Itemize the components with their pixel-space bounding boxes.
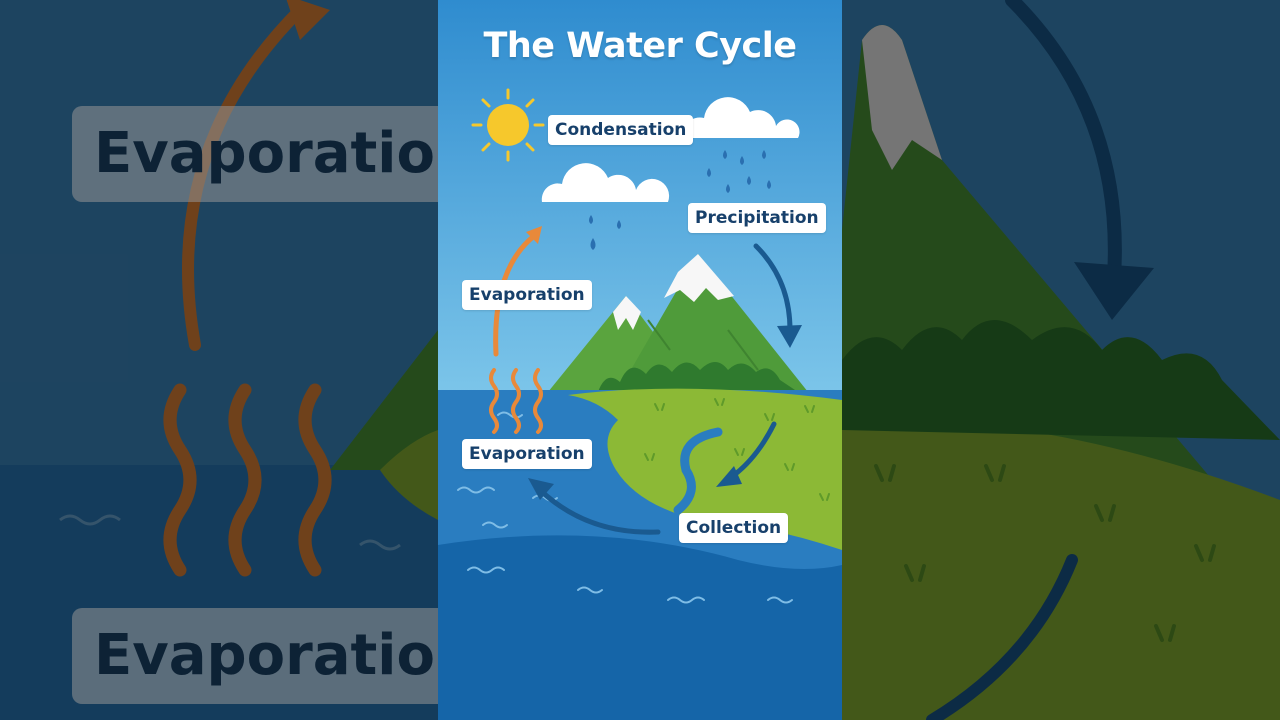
water-cycle-diagram: The Water Cycle Condensation Precipitati… bbox=[438, 0, 842, 720]
label-evaporation-lower: Evaporation bbox=[462, 439, 592, 469]
deep-ocean bbox=[438, 535, 842, 720]
background-right-panel bbox=[842, 0, 1280, 720]
rain-drops-icon bbox=[589, 215, 621, 250]
sun-icon bbox=[471, 88, 545, 162]
diagram-title: The Water Cycle bbox=[483, 26, 797, 66]
label-evaporation-upper: Evaporation bbox=[462, 280, 592, 310]
runoff-arrow bbox=[716, 421, 777, 487]
cloud-icon bbox=[541, 163, 670, 202]
background-left-panel: Evaporation Evaporation bbox=[0, 0, 438, 720]
collection-arrow bbox=[528, 478, 661, 535]
rain-drops-icon bbox=[707, 150, 771, 193]
grass-tufts bbox=[644, 398, 830, 501]
label-condensation: Condensation bbox=[548, 115, 694, 145]
river bbox=[673, 427, 723, 515]
precipitation-arrow bbox=[753, 243, 802, 348]
label-precipitation: Precipitation bbox=[688, 203, 826, 233]
label-collection: Collection bbox=[679, 513, 789, 543]
wavy-heat-icon bbox=[489, 368, 543, 434]
diagram-art bbox=[438, 0, 842, 720]
background-label-bottom: Evaporation bbox=[72, 608, 438, 704]
background-dim-overlay bbox=[842, 0, 1280, 720]
background-label-top: Evaporation bbox=[72, 106, 438, 202]
cloud-icon bbox=[681, 97, 800, 138]
